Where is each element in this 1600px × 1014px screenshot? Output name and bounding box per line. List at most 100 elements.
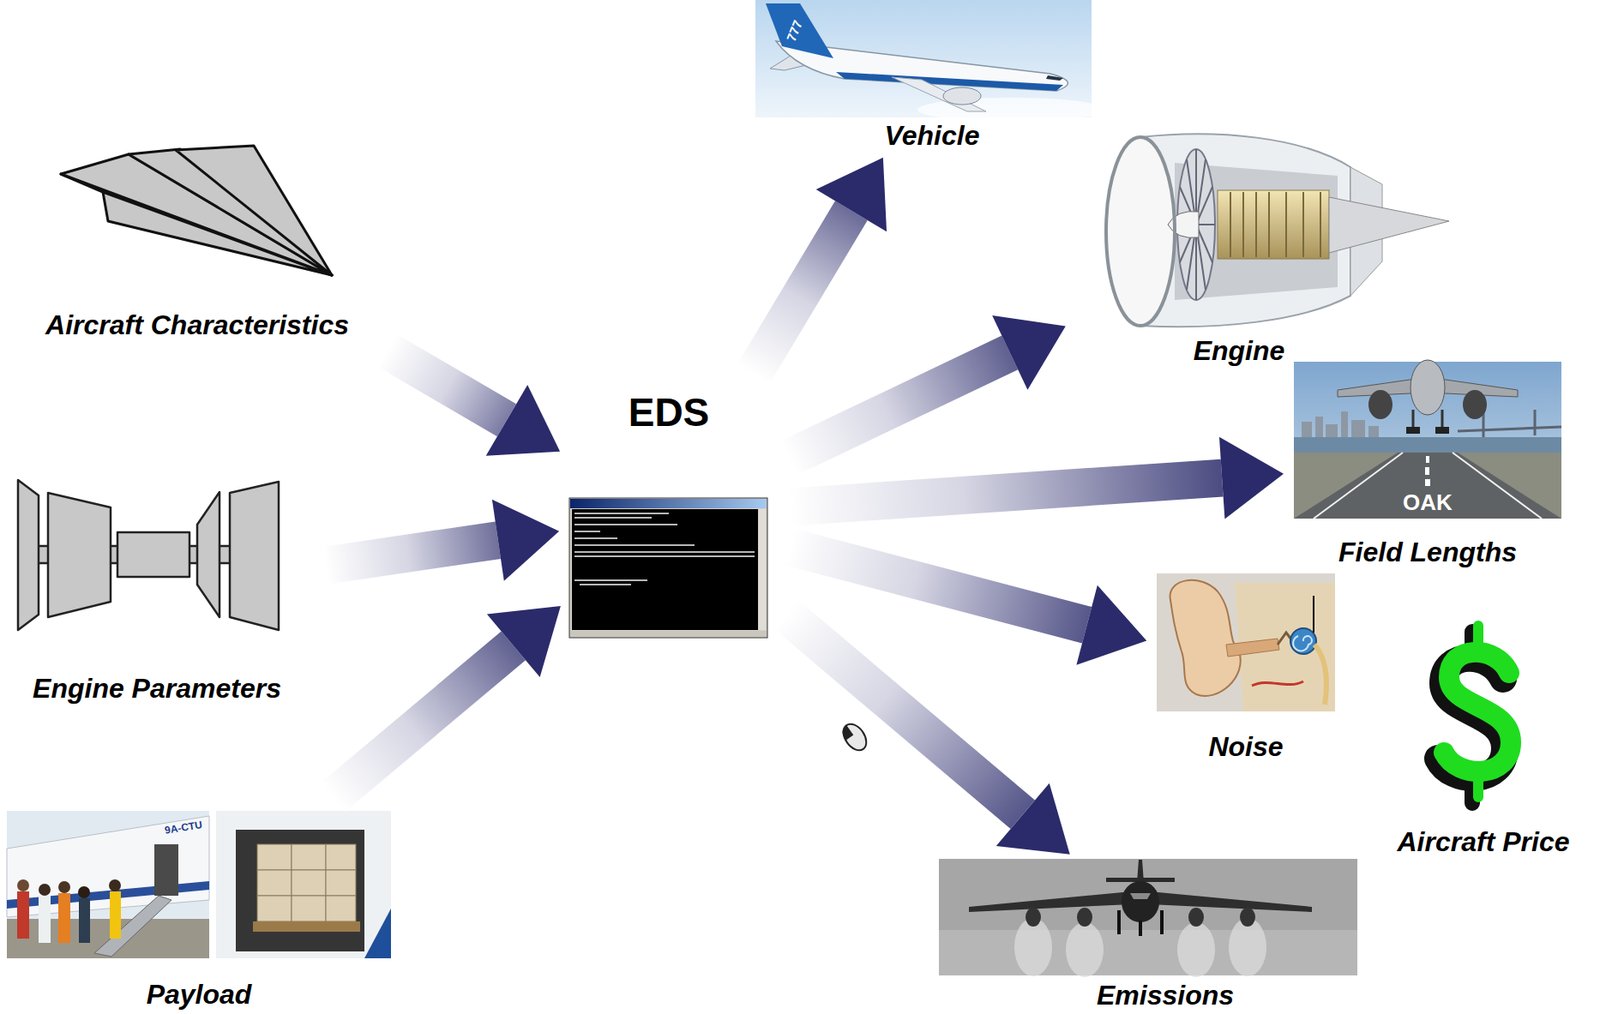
terminal-window bbox=[569, 498, 768, 638]
tail-fin bbox=[765, 3, 834, 59]
arrow-shaft bbox=[789, 547, 1087, 626]
smoke bbox=[1014, 918, 1053, 977]
compressor-stage bbox=[48, 493, 111, 618]
landing-gear bbox=[1117, 910, 1121, 935]
person bbox=[17, 891, 30, 939]
photo-ground bbox=[6, 811, 210, 959]
arrow-head bbox=[486, 384, 560, 457]
stage bbox=[1229, 192, 1232, 258]
box bbox=[325, 844, 356, 871]
compressor-stages bbox=[1230, 192, 1321, 258]
console-line bbox=[574, 555, 755, 558]
box bbox=[257, 844, 292, 871]
console-line bbox=[574, 523, 678, 526]
fan-stage bbox=[18, 480, 39, 631]
bridge bbox=[1457, 427, 1562, 432]
smoke bbox=[1177, 922, 1216, 978]
door bbox=[154, 844, 179, 897]
arrow-head bbox=[487, 606, 561, 678]
turbine-stage bbox=[197, 492, 220, 618]
cargo-door bbox=[235, 830, 365, 952]
ground bbox=[1293, 452, 1562, 519]
fuselage-stripe bbox=[364, 908, 391, 959]
node-label: Emissions bbox=[1096, 980, 1234, 1012]
arrow-shaft bbox=[786, 614, 1023, 816]
core bbox=[1217, 190, 1330, 259]
mouse-body bbox=[838, 720, 872, 755]
console-line bbox=[574, 537, 618, 540]
engine-pod bbox=[1239, 908, 1256, 927]
console-line bbox=[574, 517, 652, 519]
arrow-head bbox=[996, 783, 1071, 855]
output-group: Aircraft Price bbox=[1376, 615, 1591, 859]
intake bbox=[1106, 137, 1175, 326]
building bbox=[1301, 421, 1312, 440]
landing-gear bbox=[1412, 409, 1415, 429]
building bbox=[1341, 411, 1348, 440]
dollar-curve bbox=[1443, 652, 1511, 772]
building bbox=[1325, 424, 1338, 440]
stage bbox=[1268, 192, 1270, 258]
person bbox=[109, 891, 121, 939]
person bbox=[38, 884, 51, 897]
box bbox=[291, 870, 326, 897]
arrow-shaft bbox=[753, 210, 852, 374]
mouse-button bbox=[838, 725, 854, 741]
engine-pod bbox=[1462, 390, 1487, 420]
arrow-head bbox=[492, 499, 560, 582]
water bbox=[1293, 437, 1562, 453]
arrow-head bbox=[992, 315, 1066, 391]
tail-marking: 777 bbox=[784, 18, 807, 43]
output-group: Field Lengths bbox=[1290, 360, 1565, 569]
person bbox=[78, 898, 91, 944]
console-line bbox=[574, 544, 695, 547]
cargo-boxes bbox=[257, 844, 356, 922]
vessel bbox=[1251, 681, 1304, 686]
window-frame bbox=[569, 498, 768, 638]
console-line bbox=[574, 512, 669, 515]
stage bbox=[1319, 192, 1322, 258]
tail-fin bbox=[1136, 860, 1144, 884]
box bbox=[325, 896, 356, 922]
spinner bbox=[1167, 211, 1199, 239]
centerline bbox=[1425, 479, 1431, 487]
input-group: Engine Parameters bbox=[6, 475, 307, 705]
flow-arrow bbox=[790, 437, 1284, 520]
ear-canal bbox=[1226, 638, 1280, 657]
dollar-sign-icon bbox=[1437, 625, 1511, 804]
registration-marking: 9A-CTU bbox=[163, 819, 204, 837]
landing-gear bbox=[1138, 920, 1143, 937]
output-group: Noise bbox=[1153, 571, 1339, 764]
output-group: Vehicle bbox=[761, 0, 1103, 152]
passengers bbox=[17, 879, 121, 944]
box bbox=[291, 844, 326, 871]
skyline bbox=[1301, 411, 1379, 440]
box bbox=[291, 896, 326, 922]
emissions-photo bbox=[938, 859, 1358, 978]
node-label: Aircraft Characteristics bbox=[45, 309, 349, 342]
arrow-head bbox=[1219, 437, 1284, 520]
person bbox=[108, 879, 121, 892]
node-label: Engine Parameters bbox=[32, 673, 282, 705]
input-group: Aircraft Characteristics bbox=[17, 137, 378, 342]
person bbox=[38, 896, 51, 944]
wheel bbox=[1435, 427, 1450, 434]
dollar-bar bbox=[1473, 625, 1484, 798]
status-bar bbox=[570, 631, 767, 638]
engine-pod bbox=[1076, 908, 1093, 927]
belly-stripe bbox=[836, 72, 1064, 91]
centerline bbox=[1425, 467, 1430, 476]
node-label: Field Lengths bbox=[1338, 536, 1517, 569]
centerline bbox=[1425, 456, 1430, 464]
smoke bbox=[1228, 918, 1267, 977]
flow-arrow bbox=[786, 614, 1071, 855]
arrow-shaft bbox=[325, 540, 499, 566]
node-label: Payload bbox=[146, 979, 253, 1011]
computer-mouse-icon bbox=[838, 720, 872, 755]
runway-photo bbox=[1293, 360, 1562, 519]
node-label: Engine bbox=[1193, 335, 1286, 367]
fuselage bbox=[1410, 360, 1445, 416]
cochlea-spiral bbox=[1293, 636, 1312, 651]
pointer-line bbox=[1312, 595, 1315, 633]
